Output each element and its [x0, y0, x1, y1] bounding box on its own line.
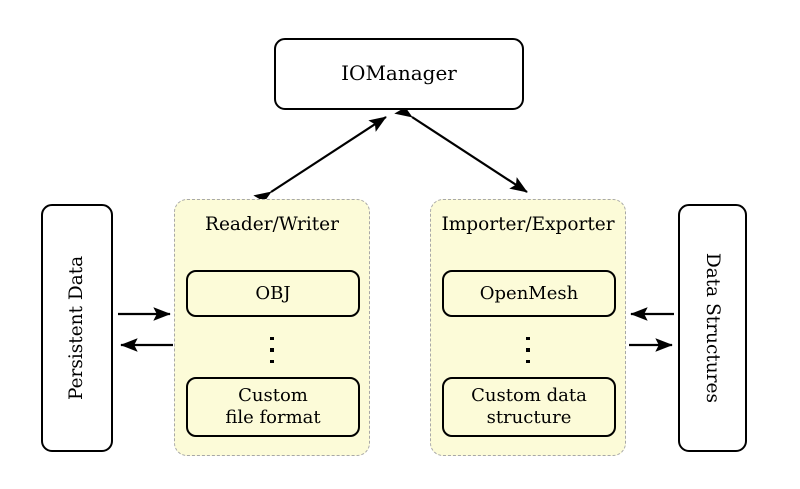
node-custom-file-format-label: Custom file format: [225, 385, 321, 428]
arrow-manager-importer-exporter: [394, 102, 528, 193]
reader-writer-ellipsis-icon: [175, 330, 369, 370]
group-importer-exporter[interactable]: Importer/Exporter OpenMesh Custom data s…: [430, 199, 626, 456]
importer-exporter-ellipsis-icon: [431, 330, 625, 370]
arrow-manager-reader-writer: [253, 116, 387, 207]
node-openmesh-label: OpenMesh: [479, 282, 579, 304]
node-data-structures[interactable]: Data Structures: [678, 204, 747, 452]
node-custom-data-structure-label: Custom data structure: [471, 385, 587, 428]
group-reader-writer-title: Reader/Writer: [205, 214, 339, 235]
node-obj[interactable]: OBJ: [186, 270, 360, 317]
io-manager-label: IOManager: [341, 61, 457, 86]
node-custom-data-structure[interactable]: Custom data structure: [442, 377, 616, 437]
group-reader-writer[interactable]: Reader/Writer OBJ Custom file format: [174, 199, 370, 456]
group-importer-exporter-title: Importer/Exporter: [441, 214, 615, 235]
node-custom-file-format[interactable]: Custom file format: [186, 377, 360, 437]
data-structures-label: Data Structures: [702, 252, 724, 404]
persistent-data-label: Persistent Data: [66, 255, 88, 401]
node-persistent-data[interactable]: Persistent Data: [41, 204, 113, 452]
node-io-manager[interactable]: IOManager: [274, 38, 524, 110]
node-obj-label: OBJ: [255, 282, 291, 304]
node-openmesh[interactable]: OpenMesh: [442, 270, 616, 317]
